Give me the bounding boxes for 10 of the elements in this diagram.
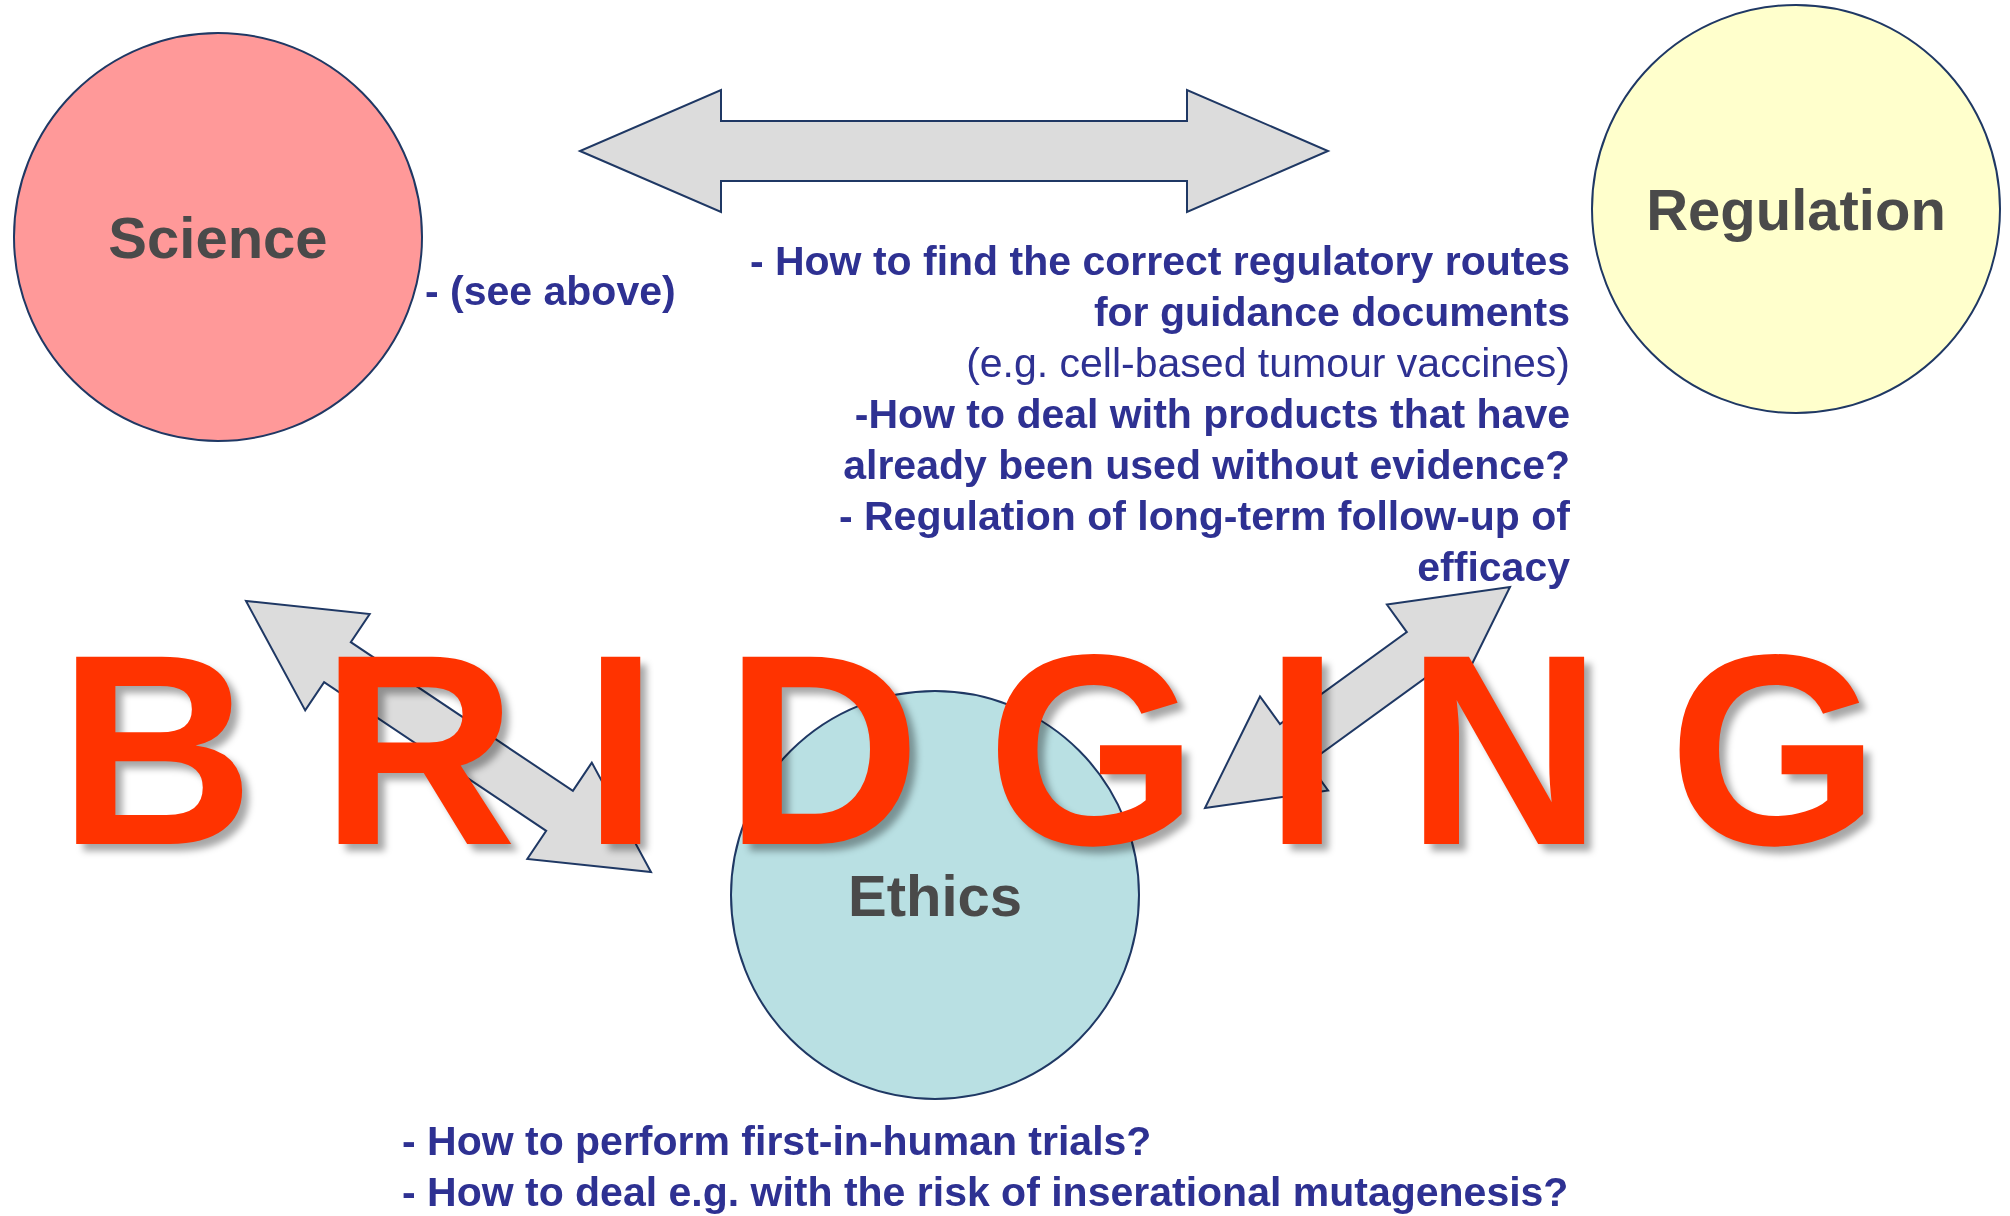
- node-label: Regulation: [1646, 175, 1946, 243]
- question-text: - Regulation of long-term follow-up of efficacy: [837, 492, 1570, 592]
- question-text: - How to perform first-in-human trials?: [402, 1117, 1153, 1166]
- question-text: - How to find the correct regulatory routes for guidance documents: [748, 237, 1570, 337]
- question-text: - (see above): [425, 267, 677, 316]
- question-text: -How to deal with products that have already been used without evidence?: [842, 390, 1570, 490]
- double-arrow: [577, 88, 1331, 214]
- question-text: - How to deal e.g. with the risk of inserational mutagenesis?: [402, 1168, 1570, 1216]
- node-label: Science: [108, 203, 328, 271]
- question-text: (e.g. cell-based tumour vaccines): [965, 339, 1570, 388]
